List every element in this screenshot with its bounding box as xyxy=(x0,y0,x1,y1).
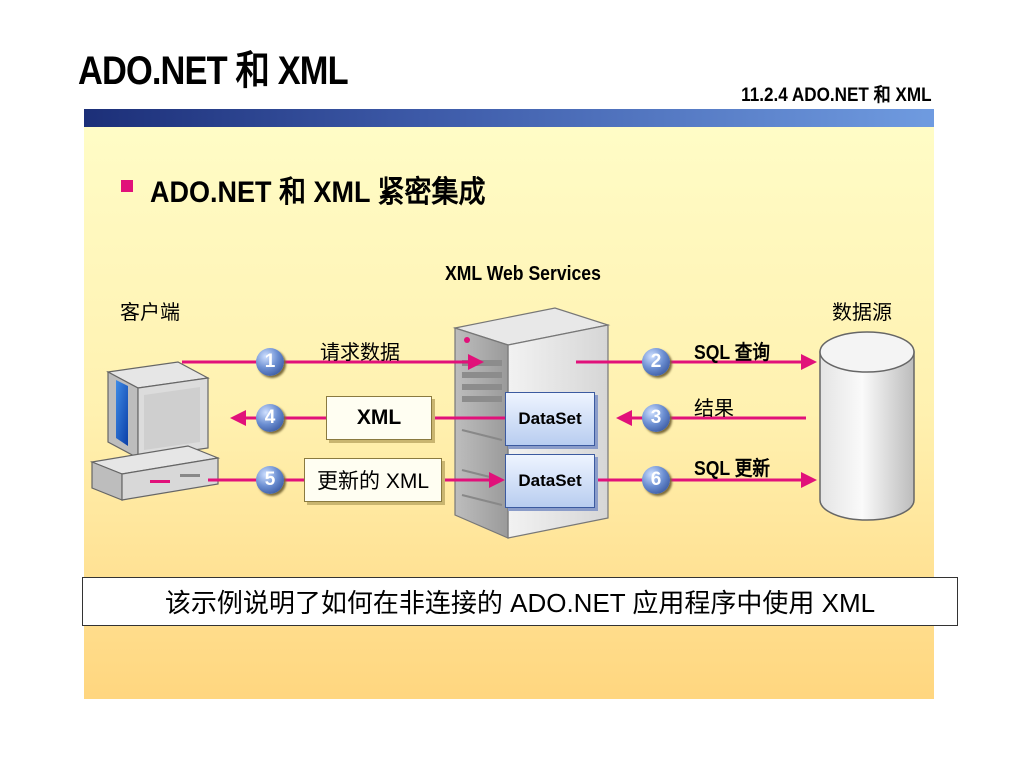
dataset-top-box: DataSet xyxy=(505,392,595,446)
bullet-square-icon xyxy=(121,180,133,192)
arrow-sql-update xyxy=(596,472,817,488)
step-1-badge: 1 xyxy=(256,348,284,376)
updated-xml-scroll: 更新的 XML xyxy=(304,458,442,502)
section-reference: 11.2.4 ADO.NET 和 XML xyxy=(741,85,932,106)
step-5-badge: 5 xyxy=(256,466,284,494)
step-3-badge: 3 xyxy=(642,404,670,432)
arrow-request xyxy=(182,354,484,370)
title-bar xyxy=(84,109,934,127)
sql-query-label: SQL 查询 xyxy=(694,342,770,364)
request-label: 请求数据 xyxy=(320,342,400,364)
step-4-badge: 4 xyxy=(256,404,284,432)
client-label: 客户端 xyxy=(120,302,180,324)
arrow-sql-query xyxy=(576,354,817,370)
caption-text: 该示例说明了如何在非连接的 ADO.NET 应用程序中使用 XML xyxy=(164,588,876,618)
result-label: 结果 xyxy=(694,398,734,420)
database-icon xyxy=(819,331,915,521)
slide-title: ADO.NET 和 XML xyxy=(78,49,349,93)
caption-box: 该示例说明了如何在非连接的 ADO.NET 应用程序中使用 XML xyxy=(82,577,958,626)
client-computer-icon xyxy=(89,361,221,501)
xml-scroll: XML xyxy=(326,396,432,440)
bullet-text: ADO.NET 和 XML 紧密集成 xyxy=(150,176,486,209)
server-label: XML Web Services xyxy=(445,263,601,285)
datasource-label: 数据源 xyxy=(832,302,892,324)
step-2-badge: 2 xyxy=(642,348,670,376)
sql-update-label: SQL 更新 xyxy=(694,458,770,480)
dataset-bottom-box: DataSet xyxy=(505,454,595,508)
step-6-badge: 6 xyxy=(642,466,670,494)
